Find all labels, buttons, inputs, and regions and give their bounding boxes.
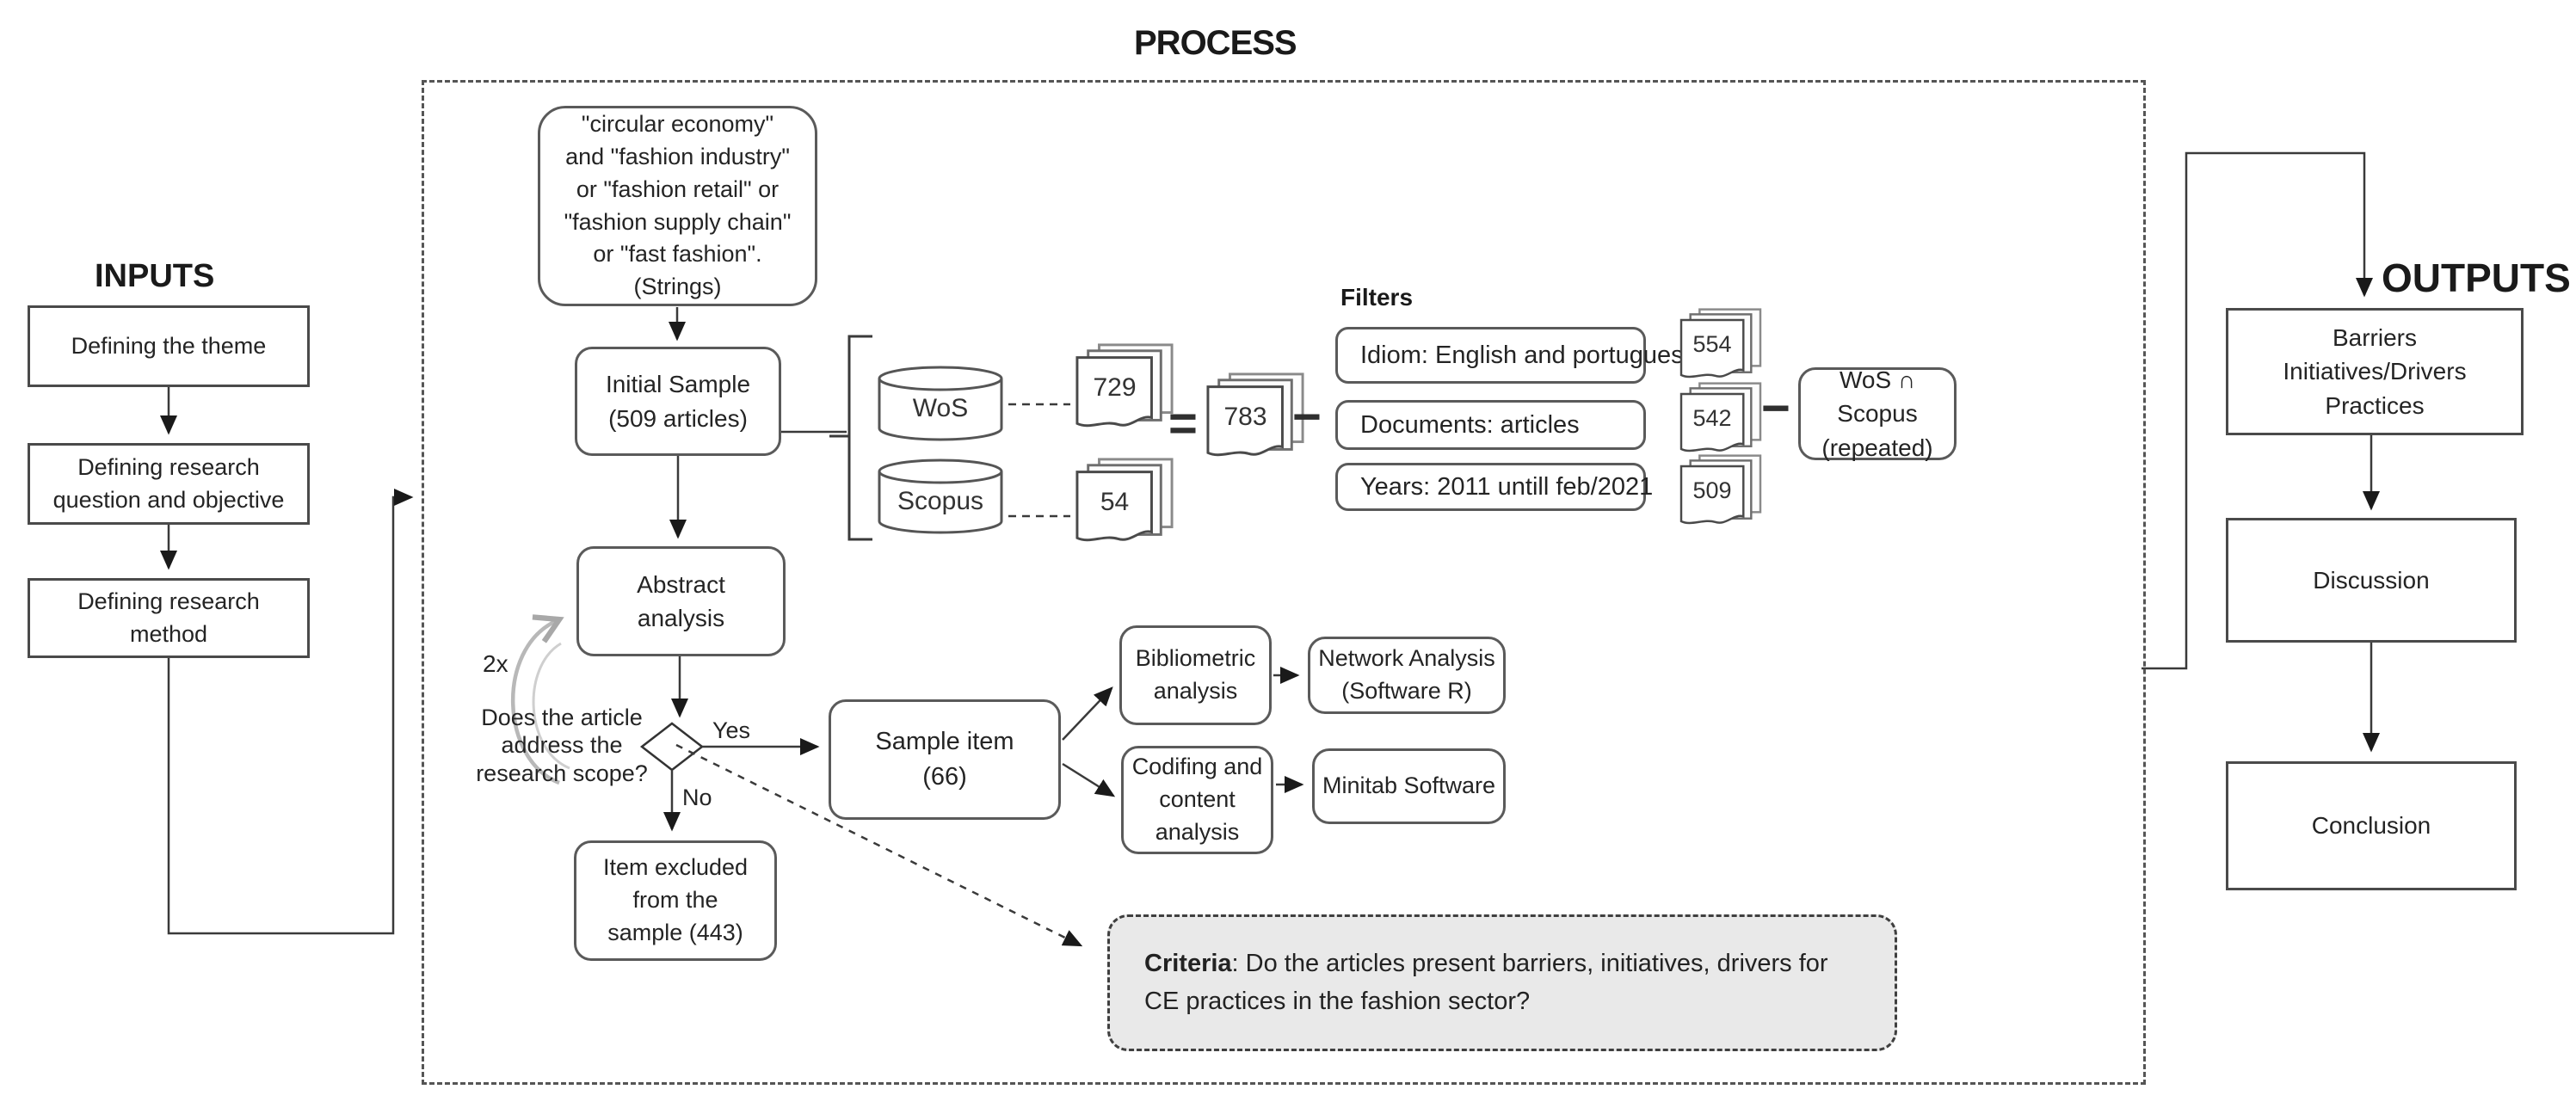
database-label: Scopus: [897, 487, 984, 515]
network-analysis-box: Network Analysis (Software R): [1308, 637, 1506, 714]
criteria-note: Criteria: Do the articles present barrie…: [1107, 914, 1897, 1051]
outputs-box-conclusion: Conclusion: [2226, 761, 2517, 890]
strings-line: "circular economy": [581, 111, 774, 138]
box-label: Item excluded: [602, 854, 749, 881]
box-label: (repeated): [1821, 434, 1933, 461]
box-label: method: [129, 620, 208, 647]
document-stack-icon: [1679, 382, 1762, 452]
box-label: Bibliometric: [1135, 645, 1256, 672]
minitab-software-box: Minitab Software: [1312, 748, 1506, 824]
total-result-stack: 783: [1205, 372, 1306, 468]
strings-line: or "fashion retail" or: [576, 175, 780, 202]
criteria-label: Criteria: [1144, 950, 1232, 977]
idiom-filter-stack: 554: [1678, 308, 1764, 387]
question-line: research scope?: [476, 760, 648, 786]
outputs-box-barriers: Barriers Initiatives/Drivers Practices: [2226, 308, 2524, 435]
document-stack-icon: [1206, 372, 1304, 457]
box-label: analysis: [1153, 678, 1238, 704]
outputs-box-discussion: Discussion: [2226, 518, 2517, 643]
document-count: 542: [1692, 405, 1732, 431]
box-label: Defining research: [77, 453, 260, 480]
question-line: Does the article: [481, 705, 643, 730]
search-strings-box: "circular economy" and "fashion industry…: [538, 106, 817, 306]
box-label: Sample item: [875, 728, 1014, 756]
filter-label: Years: 2011 untill feb/2021: [1360, 472, 1654, 501]
documents-filter-stack: 542: [1678, 382, 1764, 461]
abstract-analysis-box: Abstract analysis: [576, 546, 786, 656]
minus-operator: −: [1761, 380, 1790, 436]
initial-sample-box: Initial Sample (509 articles): [575, 347, 781, 456]
document-stack-icon: [1075, 458, 1174, 542]
box-label: sample (443): [607, 919, 743, 945]
box-label: Network Analysis: [1318, 645, 1495, 672]
scopus-result-stack: 54: [1074, 457, 1175, 553]
outputs-title: OUTPUTS: [2382, 255, 2571, 300]
no-label: No: [682, 785, 712, 810]
document-stack-icon: [1679, 308, 1762, 379]
criteria-text: Criteria: Do the articles present barrie…: [1144, 950, 1828, 1015]
inputs-title: INPUTS: [95, 258, 215, 294]
inputs-box-research-method: Defining research method: [28, 578, 310, 658]
document-stack-icon: [1679, 454, 1762, 525]
filter-label: Documents: articles: [1360, 410, 1580, 439]
box-label: Barriers: [2332, 324, 2417, 352]
strings-line: (Strings): [633, 274, 722, 300]
wos-result-stack: 729: [1074, 342, 1175, 439]
codifying-analysis-box: Codifing and content analysis: [1121, 746, 1273, 854]
inputs-box-defining-theme: Defining the theme: [28, 305, 310, 387]
database-icon: [878, 366, 1003, 441]
minus-operator: −: [1292, 389, 1322, 445]
box-label: from the: [632, 887, 718, 914]
box-label: (Software R): [1341, 678, 1472, 704]
box-label: Abstract: [637, 570, 725, 598]
box-label: Discussion: [2313, 566, 2430, 594]
yes-label: Yes: [712, 717, 751, 743]
box-label: Initiatives/Drivers: [2283, 358, 2467, 385]
loop-count-label: 2x: [483, 650, 508, 677]
strings-line: "fashion supply chain": [564, 208, 792, 235]
box-label: Practices: [2325, 391, 2425, 419]
box-label: (66): [922, 763, 967, 791]
sample-item-box: Sample item (66): [829, 699, 1061, 820]
box-label: Initial Sample: [605, 371, 751, 398]
process-title: PROCESS: [1134, 24, 1297, 62]
document-count: 554: [1692, 331, 1732, 357]
box-label: Minitab Software: [1322, 772, 1496, 799]
box-label: analysis: [637, 605, 725, 631]
scopus-database: Scopus: [876, 458, 1005, 537]
item-excluded-box: Item excluded from the sample (443): [574, 840, 777, 961]
document-count: 729: [1093, 373, 1137, 402]
decision-question: Does the article address the research sc…: [476, 704, 648, 787]
box-label: question and objective: [52, 486, 285, 513]
question-line: address the: [501, 732, 623, 759]
box-label: Defining research: [77, 588, 260, 614]
process-boundary: [422, 80, 2146, 1085]
years-filter-stack: 509: [1678, 454, 1764, 533]
wos-scopus-repeated-box: WoS ∩ Scopus (repeated): [1798, 366, 1957, 461]
box-label: WoS ∩ Scopus: [1837, 366, 1918, 428]
filter-years: Years: 2011 untill feb/2021: [1335, 463, 1653, 511]
database-icon: [878, 459, 1003, 534]
document-count: 54: [1100, 488, 1130, 516]
box-label: Defining the theme: [71, 332, 267, 359]
filters-heading: Filters: [1340, 284, 1414, 311]
wos-database: WoS: [876, 365, 1005, 444]
document-count: 509: [1692, 477, 1732, 503]
filter-label: Idiom: English and portuguese: [1360, 341, 1698, 369]
equals-operator: =: [1168, 396, 1198, 452]
strings-line: and "fashion industry": [565, 143, 790, 169]
inputs-box-research-question: Defining research question and objective: [28, 443, 310, 525]
box-label: (509 articles): [608, 404, 748, 432]
box-label: Codifing and: [1131, 754, 1263, 780]
strings-line: or "fast fashion".: [593, 241, 762, 268]
document-count: 783: [1223, 403, 1267, 431]
filter-documents: Documents: articles: [1335, 400, 1646, 450]
bibliometric-analysis-box: Bibliometric analysis: [1119, 625, 1272, 725]
filter-idiom: Idiom: English and portuguese: [1335, 327, 1698, 384]
box-label: content analysis: [1155, 786, 1240, 845]
box-label: Conclusion: [2311, 812, 2431, 840]
database-label: WoS: [912, 394, 969, 422]
document-stack-icon: [1075, 343, 1174, 428]
